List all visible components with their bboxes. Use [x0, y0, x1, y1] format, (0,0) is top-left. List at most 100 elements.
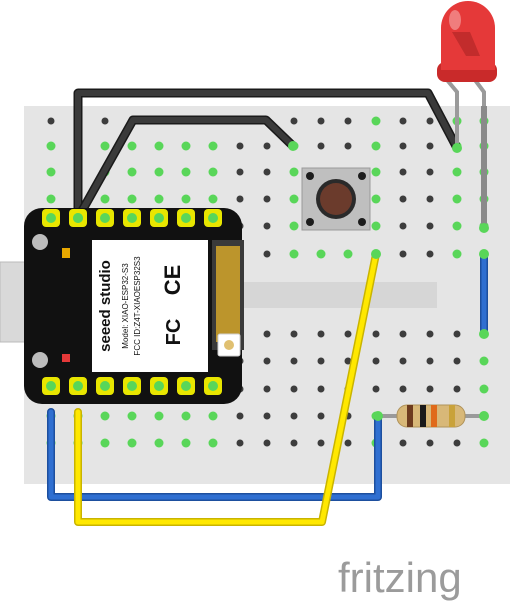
breadboard-hole [236, 195, 244, 203]
breadboard-hole [263, 412, 271, 420]
breadboard-hole [263, 168, 271, 176]
breadboard-hole [181, 141, 191, 151]
breadboard-hole [208, 141, 218, 151]
breadboard-hole [371, 116, 381, 126]
breadboard-hole [127, 194, 137, 204]
shield-can [92, 240, 208, 372]
breadboard-hole [426, 330, 434, 338]
breadboard-hole [452, 194, 462, 204]
resistor [378, 404, 484, 428]
breadboard-hole [127, 411, 137, 421]
breadboard-hole [236, 142, 244, 150]
breadboard-hole [127, 141, 137, 151]
breadboard-hole [479, 438, 489, 448]
breadboard-hole [399, 168, 407, 176]
breadboard-hole [426, 195, 434, 203]
breadboard-hole [344, 330, 352, 338]
breadboard-hole [426, 142, 434, 150]
board-fcc-id-label: FCC ID:Z4T-XIAOESP32S3 [133, 256, 142, 356]
breadboard-hole [317, 439, 325, 447]
breadboard-hole [101, 117, 109, 125]
breadboard-hole [208, 167, 218, 177]
breadboard-hole [181, 438, 191, 448]
board-pin-hole [154, 381, 164, 391]
breadboard-hole [452, 249, 462, 259]
breadboard-hole [263, 357, 271, 365]
breadboard-hole [453, 439, 461, 447]
breadboard-hole [263, 142, 271, 150]
board-pin-hole [208, 213, 218, 223]
yellow-wire [74, 250, 380, 526]
breadboard-hole [263, 439, 271, 447]
breadboard-hole [263, 385, 271, 393]
breadboard-hole [426, 168, 434, 176]
breadboard-hole [46, 167, 56, 177]
breadboard-hole [426, 357, 434, 365]
breadboard-hole [399, 357, 407, 365]
breadboard-hole [181, 167, 191, 177]
breadboard-hole [371, 167, 381, 177]
breadboard-hole [100, 194, 110, 204]
breadboard-hole [208, 194, 218, 204]
breadboard-hole [290, 412, 298, 420]
breadboard-hole [290, 117, 298, 125]
board-pin-hole [46, 213, 56, 223]
board-pin-hole [181, 381, 191, 391]
breadboard-hole [399, 142, 407, 150]
breadboard-hole [399, 439, 407, 447]
breadboard-hole [317, 117, 325, 125]
breadboard-hole [154, 438, 164, 448]
breadboard-hole [289, 194, 299, 204]
breadboard-hole [344, 439, 352, 447]
breadboard-hole [46, 194, 56, 204]
wire-endpoints [73, 141, 489, 421]
breadboard-hole [127, 438, 137, 448]
breadboard-hole [399, 250, 407, 258]
breadboard-hole [399, 222, 407, 230]
button-cap[interactable] [320, 183, 352, 215]
breadboard-hole [344, 357, 352, 365]
breadboard-hole [263, 222, 271, 230]
breadboard-hole [399, 195, 407, 203]
breadboard-hole [452, 221, 462, 231]
board-model-label: Model: XIAO-ESP32-S3 [121, 263, 130, 349]
breadboard-hole [453, 330, 461, 338]
breadboard-hole [317, 412, 325, 420]
breadboard-hole [127, 167, 137, 177]
breadboard-hole [154, 141, 164, 151]
ce-mark: CE [160, 265, 185, 296]
breadboard-hole [426, 385, 434, 393]
breadboard-hole [289, 249, 299, 259]
board-pin-hole [100, 381, 110, 391]
board-brand-label: seeed studio [97, 260, 114, 352]
blue-wires [47, 250, 488, 501]
breadboard-hole [426, 117, 434, 125]
breadboard-hole [399, 117, 407, 125]
breadboard-hole [290, 330, 298, 338]
breadboard-hole [316, 249, 326, 259]
breadboard-hole [479, 356, 489, 366]
breadboard-hole [100, 141, 110, 151]
board-pin-hole [154, 213, 164, 223]
black-wires [73, 88, 462, 223]
breadboard-hole [344, 142, 352, 150]
push-button[interactable] [301, 167, 371, 231]
breadboard-hole [344, 117, 352, 125]
breadboard-hole [46, 141, 56, 151]
board-pins [42, 209, 222, 395]
breadboard-hole [317, 385, 325, 393]
breadboard-hole [317, 142, 325, 150]
breadboard-hole [399, 330, 407, 338]
breadboard-hole [317, 357, 325, 365]
breadboard-hole [372, 385, 380, 393]
board-pin-hole [127, 381, 137, 391]
breadboard-hole [154, 194, 164, 204]
breadboard-hole [426, 250, 434, 258]
fcc-mark: FC [163, 319, 185, 346]
breadboard-hole [208, 438, 218, 448]
breadboard-hole [263, 195, 271, 203]
breadboard-hole [371, 194, 381, 204]
breadboard-hole [236, 439, 244, 447]
breadboard-hole [154, 411, 164, 421]
